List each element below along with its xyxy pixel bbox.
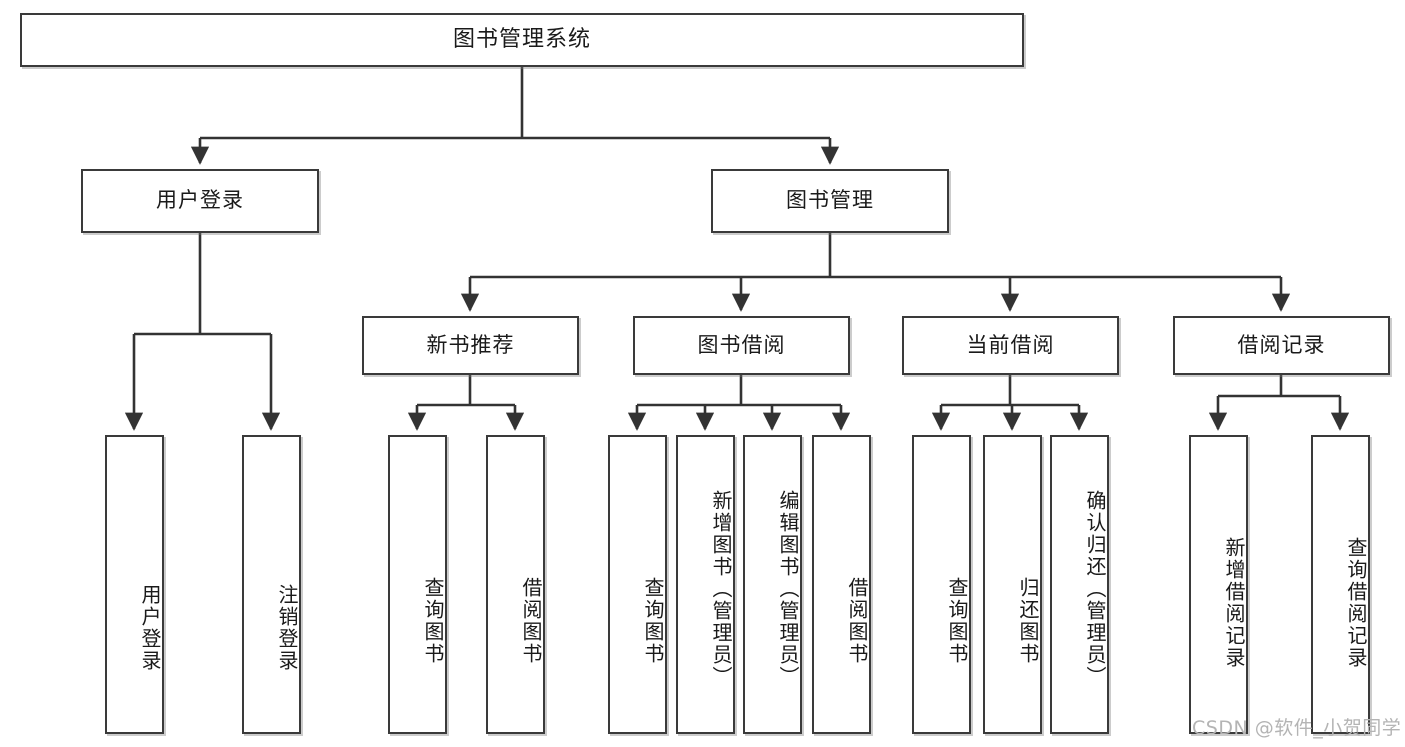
node-label: 图书管理系统 [452, 26, 591, 52]
node-label: 借阅记录 [1237, 332, 1326, 357]
node-label: 用户登录 [156, 188, 244, 213]
node-label: 新增借阅记录 [1222, 536, 1246, 669]
node-leaf-borrow-books-bb[interactable]: 借阅图书 [812, 435, 871, 734]
node-label: 归还图书 [1016, 576, 1040, 665]
node-leaf-return-books[interactable]: 归还图书 [983, 435, 1042, 734]
node-leaf-user-login[interactable]: 用户登录 [105, 435, 164, 734]
csdn-watermark: CSDN @软件_小贺同学 [1192, 713, 1401, 740]
node-label: 图书管理 [786, 188, 874, 213]
watermark-text: CSDN @软件_小贺同学 [1192, 717, 1402, 739]
node-label: 新书推荐 [426, 332, 515, 357]
node-leaf-query-borrow-record[interactable]: 查询借阅记录 [1311, 435, 1370, 734]
node-label: 用户登录 [138, 583, 162, 672]
node-leaf-add-book-admin[interactable]: 新增图书（管理员） [676, 435, 735, 734]
node-leaf-query-books-bb[interactable]: 查询图书 [608, 435, 667, 734]
node-root-book-management-system[interactable]: 图书管理系统 [20, 13, 1024, 67]
node-leaf-confirm-return-admin[interactable]: 确认归还（管理员） [1050, 435, 1109, 734]
node-leaf-add-borrow-record[interactable]: 新增借阅记录 [1189, 435, 1248, 734]
node-label: 当前借阅 [966, 332, 1055, 357]
node-label: 新增图书（管理员） [709, 489, 733, 688]
node-label: 注销登录 [275, 583, 299, 672]
node-leaf-query-books-nbr[interactable]: 查询图书 [388, 435, 447, 734]
node-book-management[interactable]: 图书管理 [711, 169, 949, 233]
node-leaf-edit-book-admin[interactable]: 编辑图书（管理员） [743, 435, 802, 734]
node-current-borrowing[interactable]: 当前借阅 [902, 316, 1119, 375]
node-leaf-query-books-cb[interactable]: 查询图书 [912, 435, 971, 734]
node-label: 确认归还（管理员） [1083, 489, 1107, 688]
node-new-book-recommendation[interactable]: 新书推荐 [362, 316, 579, 375]
node-label: 查询借阅记录 [1344, 536, 1368, 669]
node-label: 图书借阅 [697, 332, 786, 357]
node-leaf-logout[interactable]: 注销登录 [242, 435, 301, 734]
node-label: 查询图书 [421, 576, 445, 665]
node-label: 查询图书 [641, 576, 665, 665]
node-label: 查询图书 [945, 576, 969, 665]
node-user-login[interactable]: 用户登录 [81, 169, 319, 233]
node-label: 编辑图书（管理员） [776, 489, 800, 688]
node-label: 借阅图书 [519, 576, 543, 665]
node-book-borrowing[interactable]: 图书借阅 [633, 316, 850, 375]
node-label: 借阅图书 [845, 576, 869, 665]
node-borrowing-record[interactable]: 借阅记录 [1173, 316, 1390, 375]
node-leaf-borrow-books-nbr[interactable]: 借阅图书 [486, 435, 545, 734]
